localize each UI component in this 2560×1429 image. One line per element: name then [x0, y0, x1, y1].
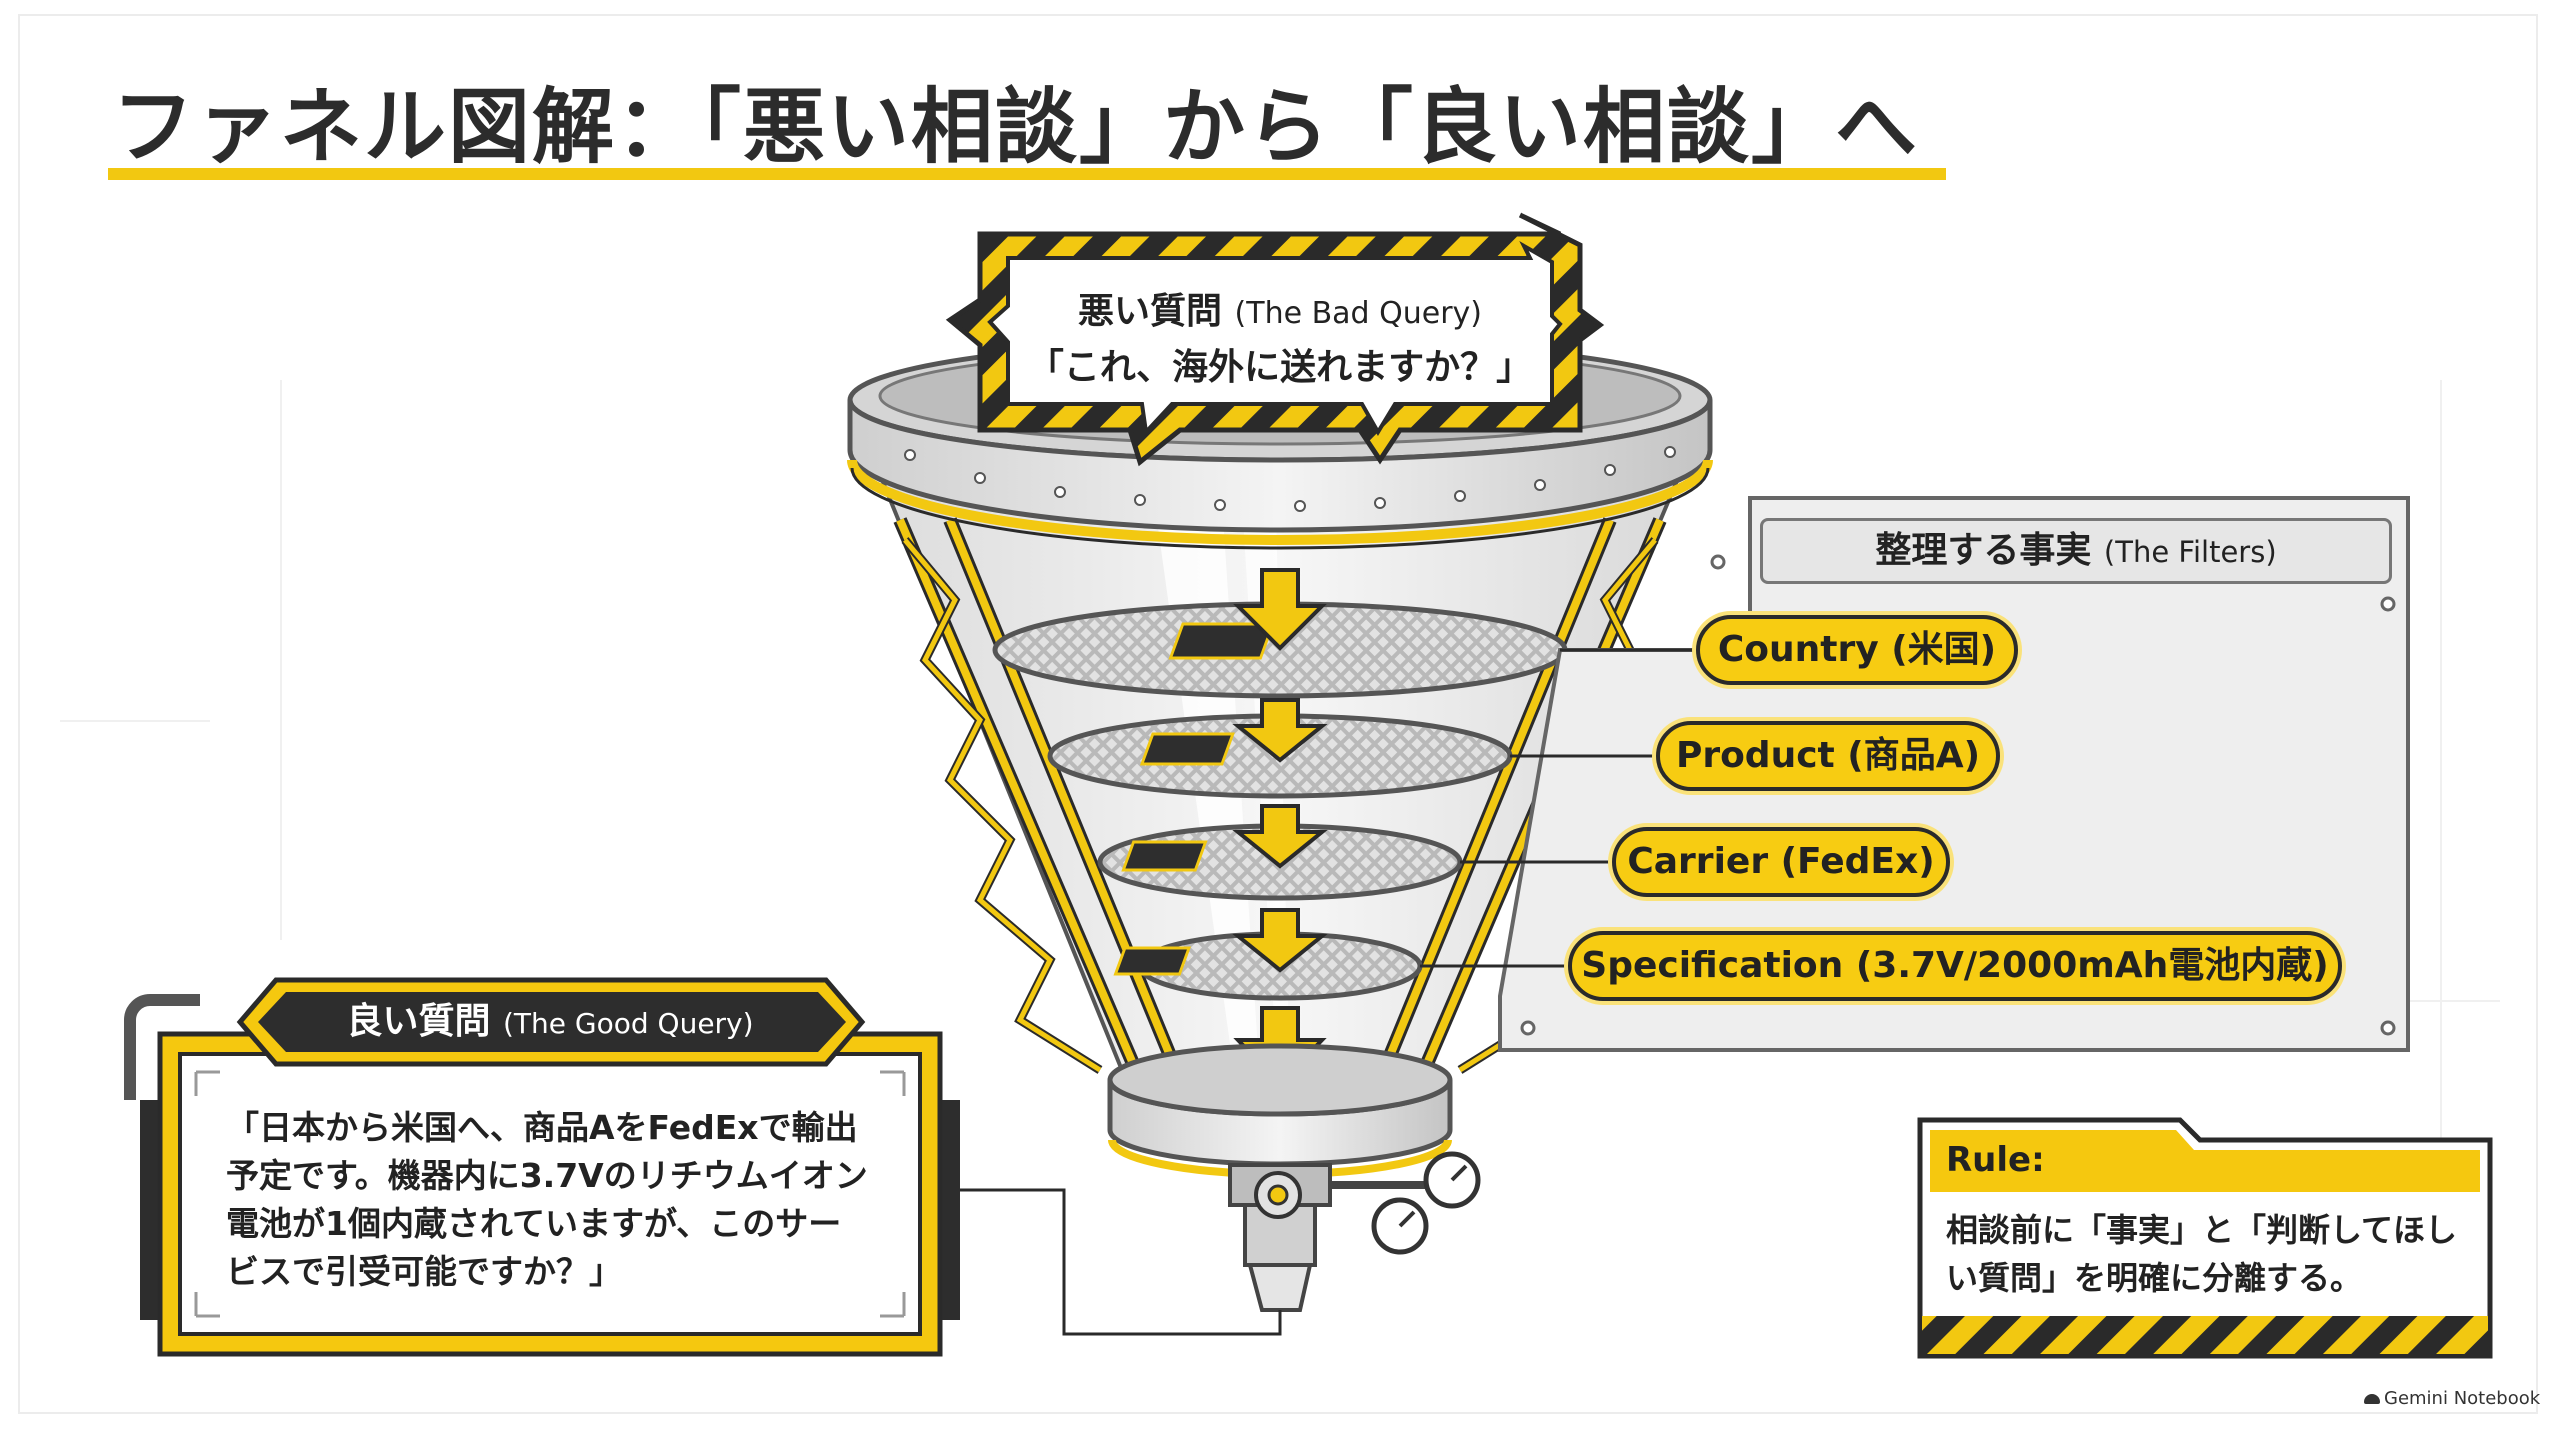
good-query-card	[124, 977, 960, 1357]
down-arrow-icon	[1232, 908, 1328, 973]
filter-pill-carrier: Carrier (FedEx)	[1612, 827, 1950, 897]
down-arrow-icon	[1232, 804, 1328, 869]
filter-pill-country: Country (米国)	[1696, 615, 2018, 685]
pressure-gauge-icon	[1371, 1197, 1429, 1255]
down-arrow-icon	[1232, 698, 1328, 763]
rule-text: 相談前に「事実」と「判断してほし い質問」を明確に分離する。	[1946, 1206, 2486, 1302]
grid-line	[2440, 380, 2442, 1140]
page-frame	[18, 14, 2538, 1414]
grid-line	[60, 720, 210, 722]
bad-query-text: 「これ、海外に送れますか？」	[1027, 347, 1533, 388]
rule-heading: Rule:	[1946, 1140, 2045, 1180]
brand-mark: Gemini Notebook	[2364, 1388, 2540, 1409]
notebook-logo-icon	[2364, 1394, 2380, 1404]
filter-pill-product: Product (商品A)	[1656, 721, 2000, 791]
funnel-bottom-collar	[1107, 1043, 1453, 1312]
filters-heading: 整理する事実 (The Filters)	[1760, 518, 2392, 584]
title-underline	[108, 168, 1946, 180]
filters-heading-ja: 整理する事実	[1875, 530, 2092, 571]
good-query-text: 「日本から米国へ、商品AをFedExで輸出 予定です。機器内に3.7Vのリチウム…	[226, 1104, 906, 1296]
connector-line	[960, 1188, 1282, 1336]
filters-heading-en: (The Filters)	[2103, 535, 2277, 569]
bad-query-heading: 悪い質問 (The Bad Query)	[1000, 282, 1560, 334]
rule-line: 相談前に「事実」と「判断してほし	[1946, 1211, 2458, 1249]
good-query-heading-ja: 良い質問	[346, 1001, 491, 1042]
filter-pill-specification: Specification (3.7V/2000mAh電池内蔵)	[1568, 931, 2342, 1001]
good-query-heading: 良い質問 (The Good Query)	[270, 992, 830, 1052]
good-query-line: ビスで引受可能ですか？」	[226, 1252, 622, 1291]
brand-label: Gemini Notebook	[2384, 1388, 2541, 1409]
bad-query-heading-en: (The Bad Query)	[1234, 296, 1483, 331]
rule-line: い質問」を明確に分離する。	[1946, 1259, 2363, 1297]
good-query-line: 「日本から米国へ、商品AをFedExで輸出	[226, 1108, 858, 1147]
pressure-gauge-icon	[1423, 1151, 1481, 1209]
page-title: ファネル図解：「悪い相談」から「良い相談」へ	[112, 80, 1920, 175]
grid-line	[280, 380, 282, 940]
bad-query-bubble	[945, 212, 1605, 467]
good-query-line: 予定です。機器内に3.7Vのリチウムイオン	[226, 1156, 868, 1195]
good-query-line: 電池が1個内蔵されていますが、このサー	[226, 1204, 842, 1243]
connector-line	[1420, 648, 1700, 968]
good-query-heading-en: (The Good Query)	[503, 1007, 754, 1040]
down-arrow-icon	[1233, 568, 1327, 651]
bad-query-heading-ja: 悪い質問	[1077, 291, 1222, 332]
rule-card	[1917, 1117, 2493, 1359]
